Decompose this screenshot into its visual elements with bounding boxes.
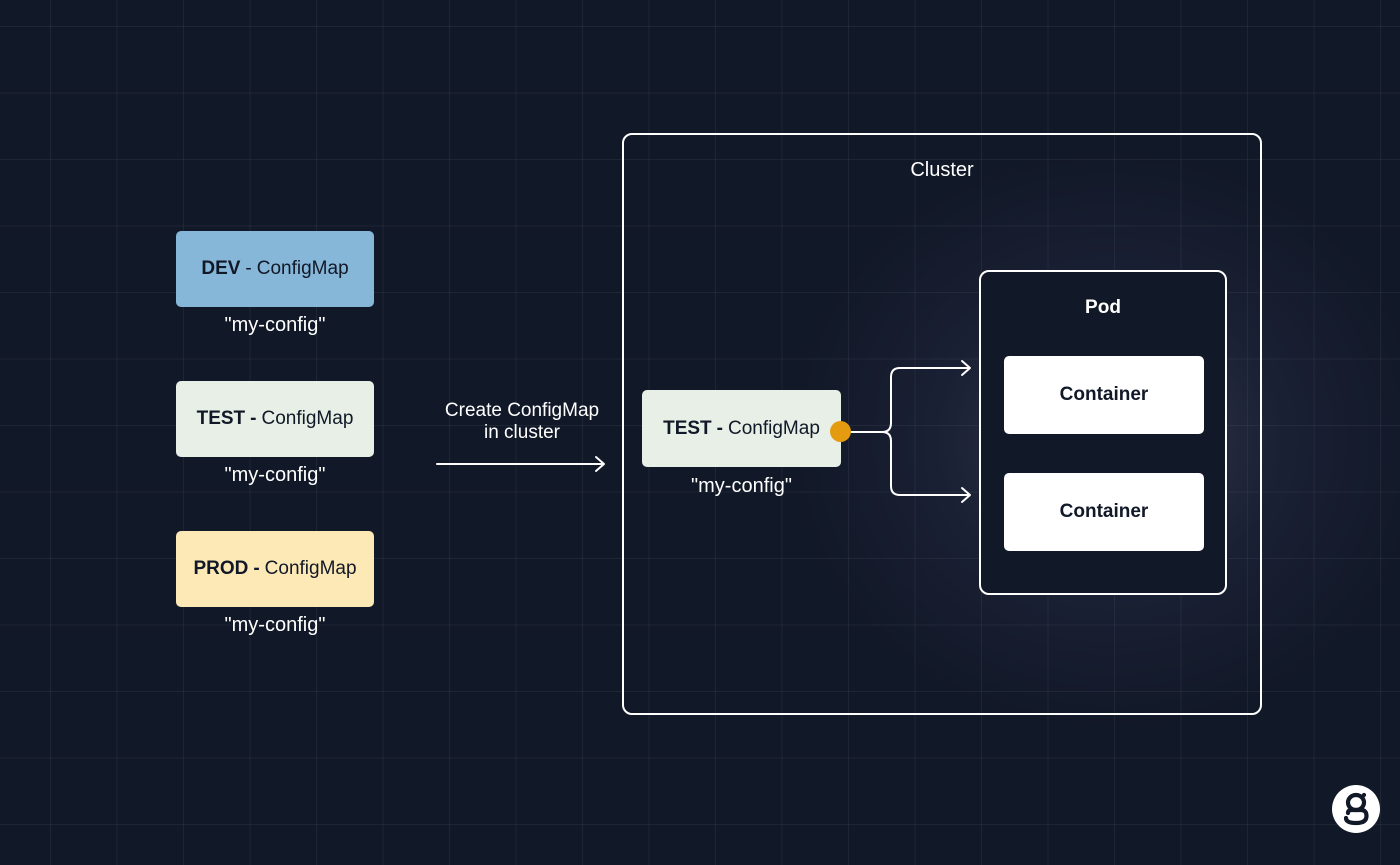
cluster-configmap-name: "my-config" — [691, 475, 792, 497]
prod-configmap-name: "my-config" — [224, 614, 326, 636]
g-logo-icon — [1332, 785, 1380, 833]
prod-configmap-box: PROD-ConfigMap — [176, 531, 374, 607]
prod-kind-label: ConfigMap — [264, 558, 357, 579]
dev-env-label: DEV — [201, 258, 241, 279]
cluster-label: Cluster — [910, 159, 974, 181]
dev-separator: - — [245, 258, 252, 279]
test-kind-label: ConfigMap — [261, 408, 354, 429]
create-label-line1: Create ConfigMap — [444, 400, 600, 421]
cluster-env-label: TEST — [663, 417, 712, 439]
connector-dot — [830, 421, 851, 442]
prod-separator: - — [253, 558, 260, 579]
container-box: Container — [1004, 356, 1204, 434]
g-logo-glyph — [1343, 792, 1369, 826]
test-configmap-name: "my-config" — [224, 464, 326, 486]
pod-label: Pod — [1085, 297, 1121, 318]
dev-configmap-box: DEV-ConfigMap — [176, 231, 374, 307]
cluster-kind-label: ConfigMap — [728, 417, 820, 439]
dev-configmap-name: "my-config" — [224, 314, 326, 336]
cluster-boundary — [622, 133, 1262, 715]
create-arrow-head — [595, 456, 605, 472]
container-box: Container — [1004, 473, 1204, 551]
create-configmap-label: Create ConfigMap in cluster — [422, 400, 622, 444]
test-separator: - — [250, 408, 257, 429]
test-configmap-box: TEST-ConfigMap — [176, 381, 374, 457]
prod-env-label: PROD — [193, 558, 249, 579]
cluster-configmap-box: TEST-ConfigMap — [642, 390, 841, 467]
dev-kind-label: ConfigMap — [256, 258, 349, 279]
test-env-label: TEST — [196, 408, 246, 429]
create-label-line2: in cluster — [483, 422, 561, 443]
cluster-separator: - — [716, 417, 723, 439]
